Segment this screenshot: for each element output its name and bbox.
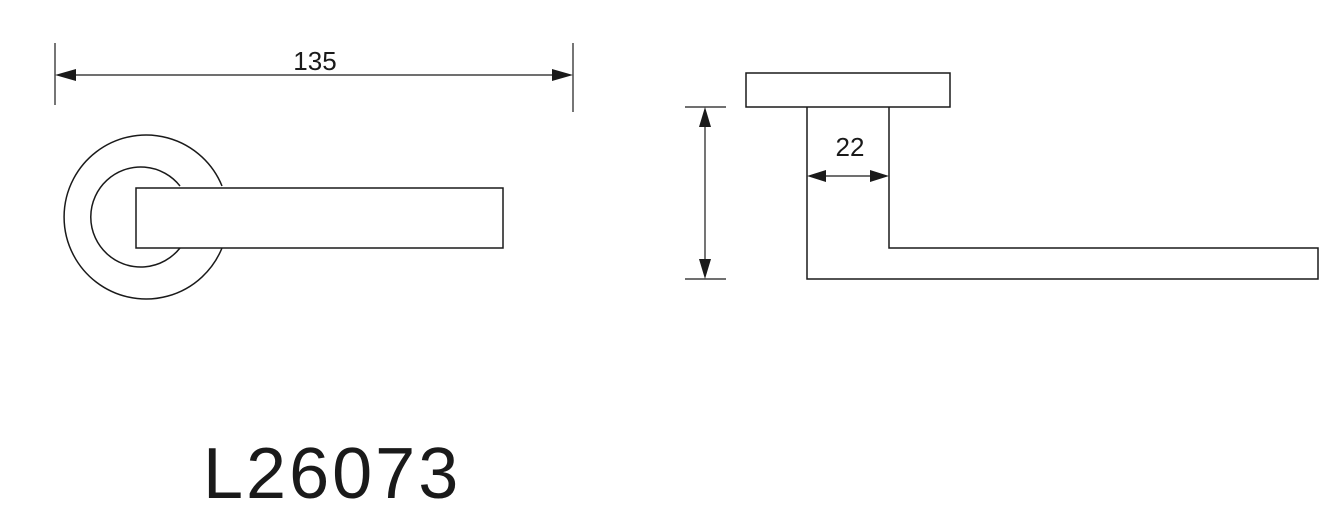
rose-plate [745, 72, 951, 108]
arrowhead-neck-right [870, 170, 889, 182]
rose-outer-circle [63, 134, 223, 300]
dimension-label-length: 135 [293, 46, 336, 76]
arrowhead-up [699, 107, 711, 127]
front-view: 135 [54, 43, 574, 300]
side-view: 22 [685, 72, 1319, 280]
dimension-label-neck: 22 [836, 132, 865, 162]
model-number: L26073 [203, 434, 462, 514]
rose-inner-circle [90, 166, 181, 268]
lever-profile [806, 107, 1319, 280]
arrowhead-down [699, 259, 711, 279]
arrowhead-neck-left [807, 170, 826, 182]
lever-bar [135, 187, 504, 249]
arrowhead-left [55, 69, 76, 81]
arrowhead-right [552, 69, 573, 81]
